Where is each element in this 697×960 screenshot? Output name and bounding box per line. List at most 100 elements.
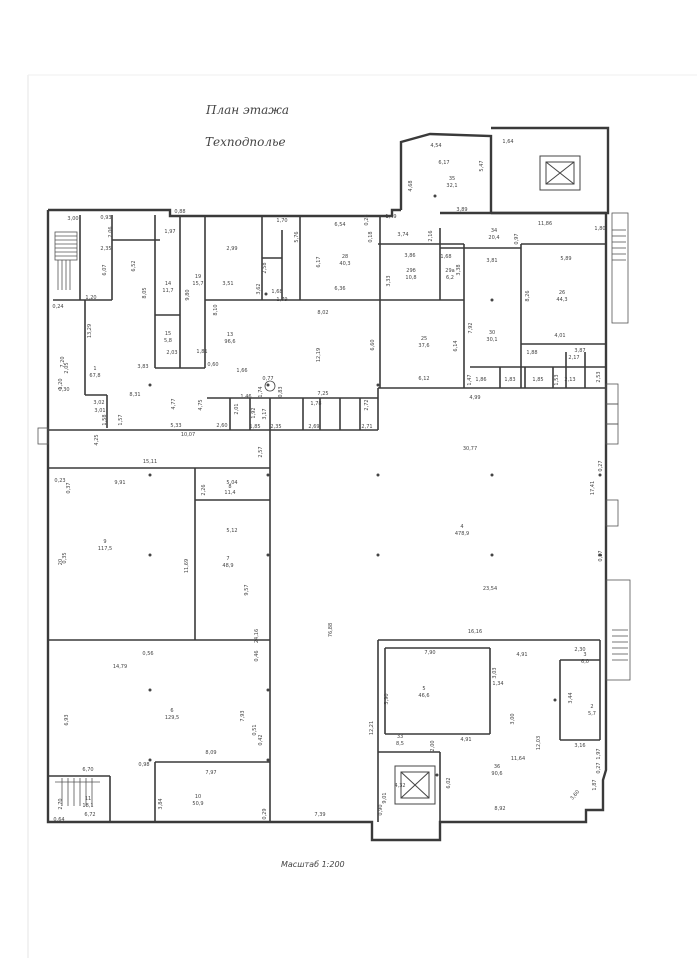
dim-label: 0,90 (378, 804, 384, 815)
dim-label: 3,02 (93, 400, 104, 406)
room-area-3: 6,0 (581, 659, 589, 665)
dim-label: 3,74 (397, 232, 408, 238)
dim-label: 1,20 (58, 378, 64, 389)
dim-label: 0,42 (258, 734, 264, 745)
dim-label: 8,10 (213, 304, 219, 315)
room-area-8: 11,4 (224, 490, 235, 496)
dim-label: 6,36 (334, 286, 345, 292)
dim-label: 1,81 (196, 349, 207, 355)
dim-label: 1,85 (249, 424, 260, 430)
dim-label: 0,88 (174, 209, 185, 215)
room-area-7: 48,9 (222, 563, 233, 569)
dim-label: 8,26 (525, 290, 531, 301)
dim-label: 12,03 (536, 736, 542, 750)
room-area-13: 96,6 (224, 339, 235, 345)
dim-label: 0,27 (596, 762, 602, 773)
room-area-10: 50,9 (192, 801, 203, 807)
interior-walls (48, 215, 606, 822)
dim-label: 0,93 (100, 215, 111, 221)
dim-label: 3,00 (67, 216, 78, 222)
dim-label: 3,89 (456, 207, 467, 213)
dim-label: 2,00 (430, 740, 436, 751)
dim-label: 2,13 (564, 377, 575, 383)
dim-label: 3,62 (256, 283, 262, 294)
dim-label: 2,05 (64, 362, 70, 373)
dim-label: 5,90 (384, 693, 390, 704)
dim-label: 2,99 (226, 246, 237, 252)
room-number-5: 5 (422, 686, 425, 692)
dimension-labels-vertical: 6,17 5,76 6,60 12,19 8,26 7,92 6,14 5,47… (58, 160, 604, 819)
room-area-30: 30,1 (486, 337, 497, 343)
dim-label: 5,04 (226, 480, 237, 486)
dim-label: 1,70 (276, 218, 287, 224)
dim-label: 9,91 (114, 480, 125, 486)
dim-label: 2,35 (270, 424, 281, 430)
dim-label: 5,76 (294, 231, 300, 242)
dim-label: 3,84 (158, 798, 164, 809)
dim-label: 4,68 (408, 180, 414, 191)
room-number-13: 13 (227, 332, 233, 338)
room-area-29a: 6,2 (446, 275, 454, 281)
room-number-7: 7 (226, 556, 229, 562)
dim-label: 1,66 (236, 368, 247, 374)
dim-label: 6,07 (102, 264, 108, 275)
dim-label: 3,01 (94, 408, 105, 414)
dim-label: 1,68 (271, 289, 282, 295)
dim-label: 0,28 (364, 214, 370, 225)
dim-label: 1,92 (251, 407, 257, 418)
dim-label: 2,57 (258, 446, 264, 457)
dim-label: 0,29 (262, 808, 268, 819)
room-number-1: 1 (93, 366, 96, 372)
room-area-15: 5,8 (164, 338, 172, 344)
dim-label: 8,05 (142, 287, 148, 298)
dim-label: 0,97 (514, 233, 520, 244)
dim-label: 20 (58, 559, 64, 565)
dim-label: 7,20 (60, 356, 66, 367)
room-area-9: 117,5 (98, 546, 112, 552)
dim-label: 6,17 (438, 160, 449, 166)
dim-label: 4,75 (198, 399, 204, 410)
room-number-14: 14 (165, 281, 171, 287)
room-area-11: 18,1 (82, 803, 93, 809)
dim-label: 0,23 (54, 478, 65, 484)
dim-label: 1,20 (85, 295, 96, 301)
room-number-29a: 29а (445, 268, 454, 274)
dim-label: 7,97 (205, 770, 216, 776)
room-area-19: 15,7 (192, 281, 203, 287)
dim-label: 7,92 (468, 322, 474, 333)
dim-label: 2,17 (568, 355, 579, 361)
dim-label: 6,52 (131, 260, 137, 271)
elevator-shaft-top (539, 155, 581, 191)
dim-label: 2,70 (58, 798, 64, 809)
room-number-9: 9 (103, 539, 106, 545)
dim-label: 4,54 (430, 143, 441, 149)
dim-label: 1,74 (258, 386, 264, 397)
dim-label: 11,69 (184, 559, 190, 573)
dim-label: 0,98 (138, 762, 149, 768)
dim-label: 1,97 (164, 229, 175, 235)
dim-label: 3,86 (404, 253, 415, 259)
dim-label: 23,54 (483, 586, 497, 592)
dim-label: 9,01 (382, 792, 388, 803)
dim-label: 6,14 (453, 340, 459, 351)
dim-label: 0,35 (62, 552, 68, 563)
dim-label: 2,06 (108, 226, 114, 237)
room-area-36: 90,6 (491, 771, 502, 777)
dim-label: 2,16 (428, 230, 434, 241)
dim-label: 6,02 (446, 777, 452, 788)
dim-label: 4,01 (554, 333, 565, 339)
dim-label: 5,89 (560, 256, 571, 262)
room-area-6: 129,5 (165, 715, 179, 721)
dim-label: 0,77 (262, 376, 273, 382)
dim-label: 1,85 (532, 377, 543, 383)
dim-label: 3,83 (137, 364, 148, 370)
dim-label: 9,80 (185, 289, 191, 300)
dim-label: 4,91 (516, 652, 527, 658)
dim-label: 2,01 (234, 403, 240, 414)
room-area-1: 67,8 (89, 373, 100, 379)
dim-label: 3,00 (510, 713, 516, 724)
dim-label: 1,79 (276, 297, 287, 303)
dim-label: 6,17 (316, 256, 322, 267)
staircase-top-left (54, 231, 78, 290)
